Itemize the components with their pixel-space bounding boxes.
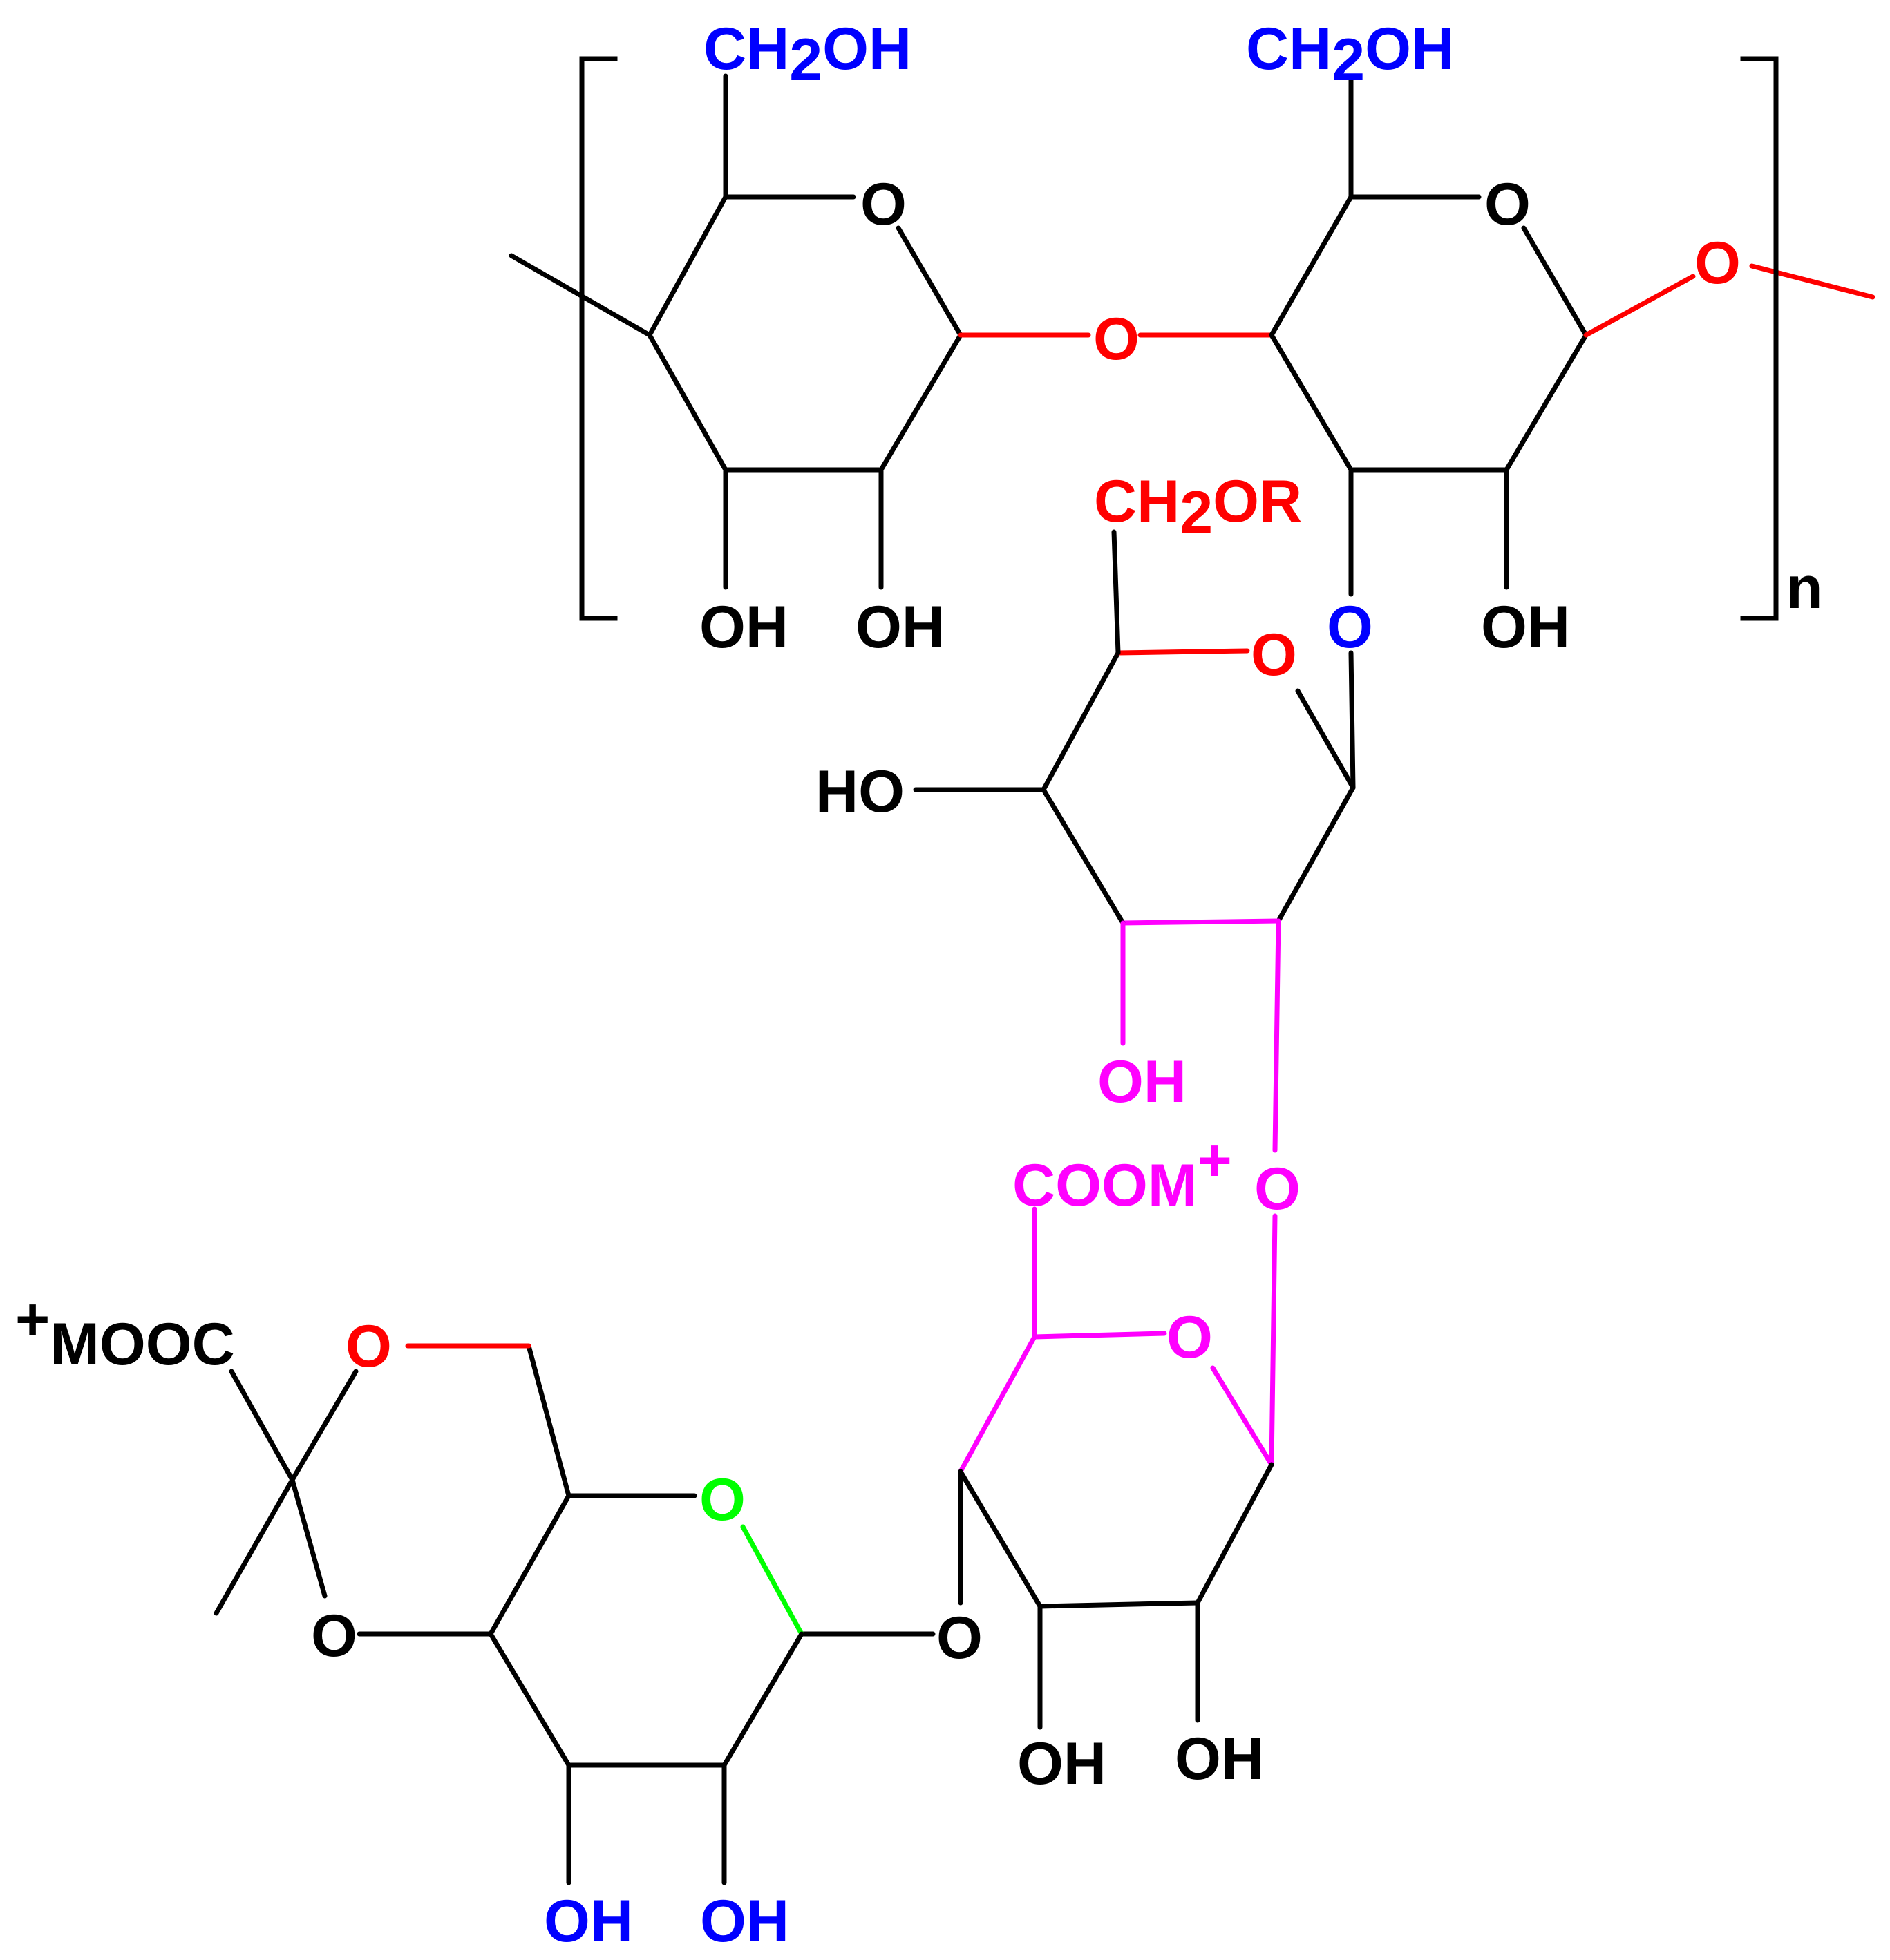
repeat-count: n bbox=[1786, 555, 1823, 621]
bond bbox=[958, 1469, 1043, 1609]
bond bbox=[1041, 650, 1121, 792]
bond bbox=[229, 1369, 295, 1483]
bond bbox=[1195, 1462, 1274, 1606]
bond bbox=[721, 1631, 804, 1768]
hydroxyl-label: OH bbox=[1017, 1731, 1106, 1797]
hydroxyl-label: OH bbox=[544, 1888, 633, 1954]
left-bracket bbox=[579, 56, 618, 621]
bond bbox=[647, 332, 728, 473]
ketal-oxygen: O bbox=[311, 1603, 357, 1669]
bond bbox=[1276, 785, 1356, 924]
bond bbox=[1749, 263, 1875, 300]
hydroxyl-label: HO bbox=[815, 759, 905, 825]
hydroxyl-label: OH bbox=[699, 594, 788, 660]
hydroxyl-label: OH bbox=[856, 594, 945, 660]
bonds bbox=[214, 73, 1875, 1885]
bond bbox=[1115, 648, 1250, 656]
right-bracket bbox=[1740, 56, 1779, 621]
atom-labels: CH2OH CH2OH O O O O OH OH O OH n CH2OR O… bbox=[15, 16, 1823, 1954]
carboxylate-label: COOM+ bbox=[1012, 1128, 1232, 1219]
ch2oh-label: CH2OH bbox=[1246, 16, 1454, 93]
bond bbox=[740, 1524, 804, 1637]
bond bbox=[1037, 1600, 1200, 1609]
ring-oxygen: O bbox=[1166, 1304, 1213, 1371]
bond bbox=[1521, 225, 1589, 338]
branch-oxygen: O bbox=[1327, 594, 1373, 660]
bond bbox=[1272, 918, 1281, 1153]
hydroxyl-label: OH bbox=[700, 1888, 789, 1954]
bond bbox=[1269, 194, 1354, 338]
repeat-bracket bbox=[579, 56, 1779, 621]
bond bbox=[647, 194, 728, 338]
linkage-oxygen: O bbox=[1254, 1156, 1301, 1222]
hydroxyl-label: OH bbox=[1481, 594, 1570, 660]
bond bbox=[958, 1334, 1037, 1474]
ring-oxygen: O bbox=[1484, 171, 1531, 238]
glycosidic-oxygen: O bbox=[1093, 306, 1140, 372]
carboxylate-label: +MOOC bbox=[15, 1286, 235, 1378]
bond bbox=[1269, 332, 1354, 473]
hydroxyl-label: OH bbox=[1097, 1049, 1187, 1115]
bond bbox=[214, 1477, 295, 1616]
bond bbox=[1111, 529, 1121, 656]
hydroxyl-label: OH bbox=[1175, 1726, 1264, 1792]
ring-oxygen: O bbox=[1251, 622, 1297, 688]
bond bbox=[896, 225, 963, 338]
bond bbox=[290, 1369, 359, 1483]
bond bbox=[488, 1631, 571, 1768]
ring-oxygen: O bbox=[699, 1467, 746, 1533]
bond bbox=[1583, 274, 1696, 338]
bond bbox=[1348, 650, 1356, 790]
ch2or-label: CH2OR bbox=[1094, 468, 1302, 546]
bond bbox=[1032, 1331, 1167, 1340]
bond bbox=[526, 1343, 571, 1498]
bond bbox=[488, 1493, 571, 1637]
bond bbox=[1269, 1213, 1278, 1467]
ring-oxygen: O bbox=[860, 171, 907, 238]
ketal-oxygen: O bbox=[346, 1313, 392, 1380]
bond bbox=[1120, 918, 1281, 926]
glycosidic-oxygen: O bbox=[1694, 230, 1741, 296]
bond bbox=[878, 332, 963, 473]
bond bbox=[1210, 1365, 1274, 1467]
bond bbox=[1504, 332, 1589, 473]
linkage-oxygen: O bbox=[936, 1605, 983, 1671]
bond bbox=[1295, 688, 1356, 790]
ch2oh-label: CH2OH bbox=[703, 16, 911, 93]
bond bbox=[1041, 787, 1126, 926]
bond bbox=[290, 1477, 328, 1599]
